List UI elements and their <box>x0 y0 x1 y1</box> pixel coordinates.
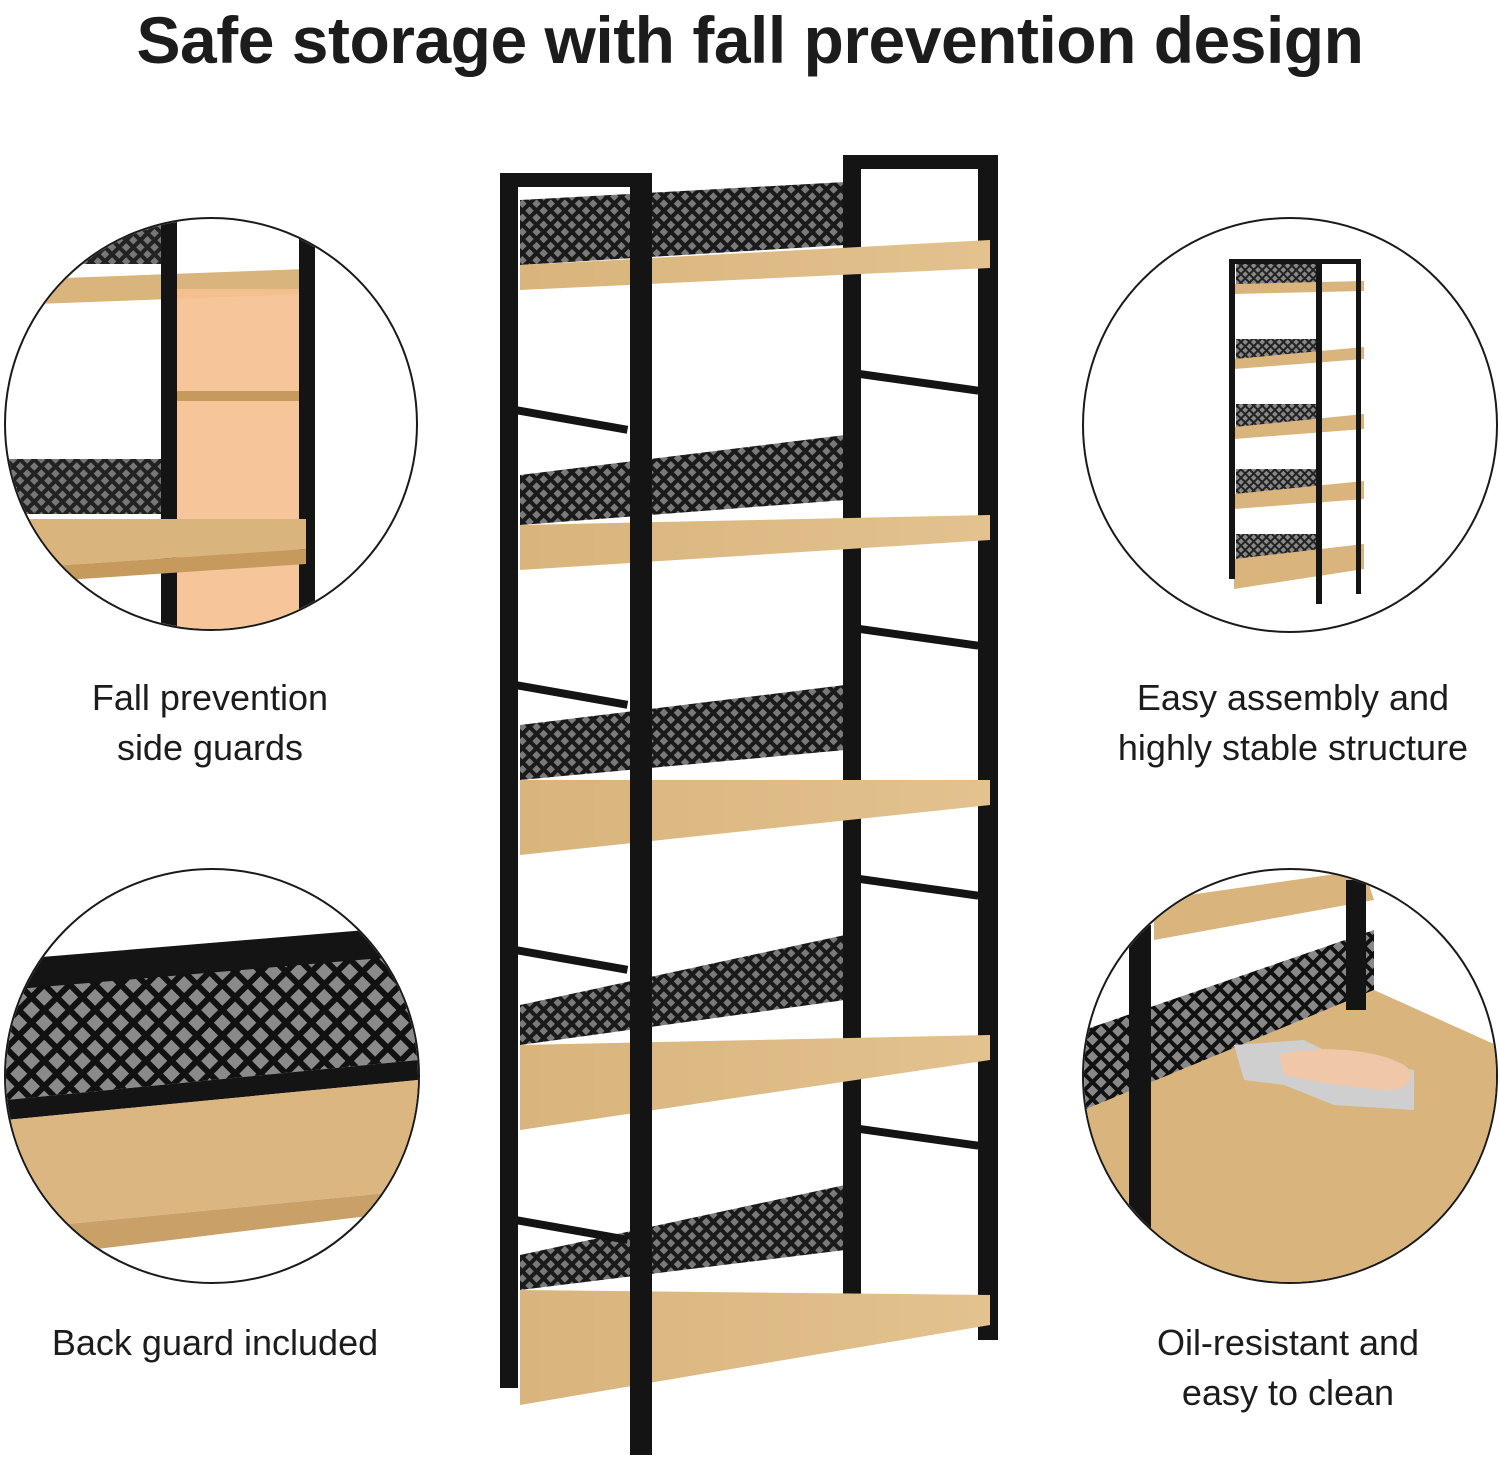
full-shelf-thumbnail-image <box>1082 217 1498 633</box>
bookshelf-illustration <box>500 155 998 1455</box>
wiping-illustration <box>1084 870 1496 1282</box>
caption-side-guards: Fall prevention side guards <box>91 677 329 768</box>
caption-easy-clean: Oil-resistant and easy to clean <box>1156 1322 1420 1413</box>
back-guard-illustration <box>6 930 418 1260</box>
side-guard-closeup-image <box>4 217 418 631</box>
side-guard-illustration <box>6 219 315 629</box>
shelf-thumbnail-illustration <box>1229 259 1364 604</box>
caption-stable-structure: Easy assembly and highly stable structur… <box>1117 677 1469 768</box>
headline: Safe storage with fall prevention design <box>136 3 1364 77</box>
wiping-shelf-closeup-image <box>1082 868 1498 1284</box>
back-guard-closeup-image <box>4 868 420 1284</box>
caption-back-guard: Back guard included <box>51 1322 379 1363</box>
bookshelf-product-image <box>480 140 1020 1460</box>
